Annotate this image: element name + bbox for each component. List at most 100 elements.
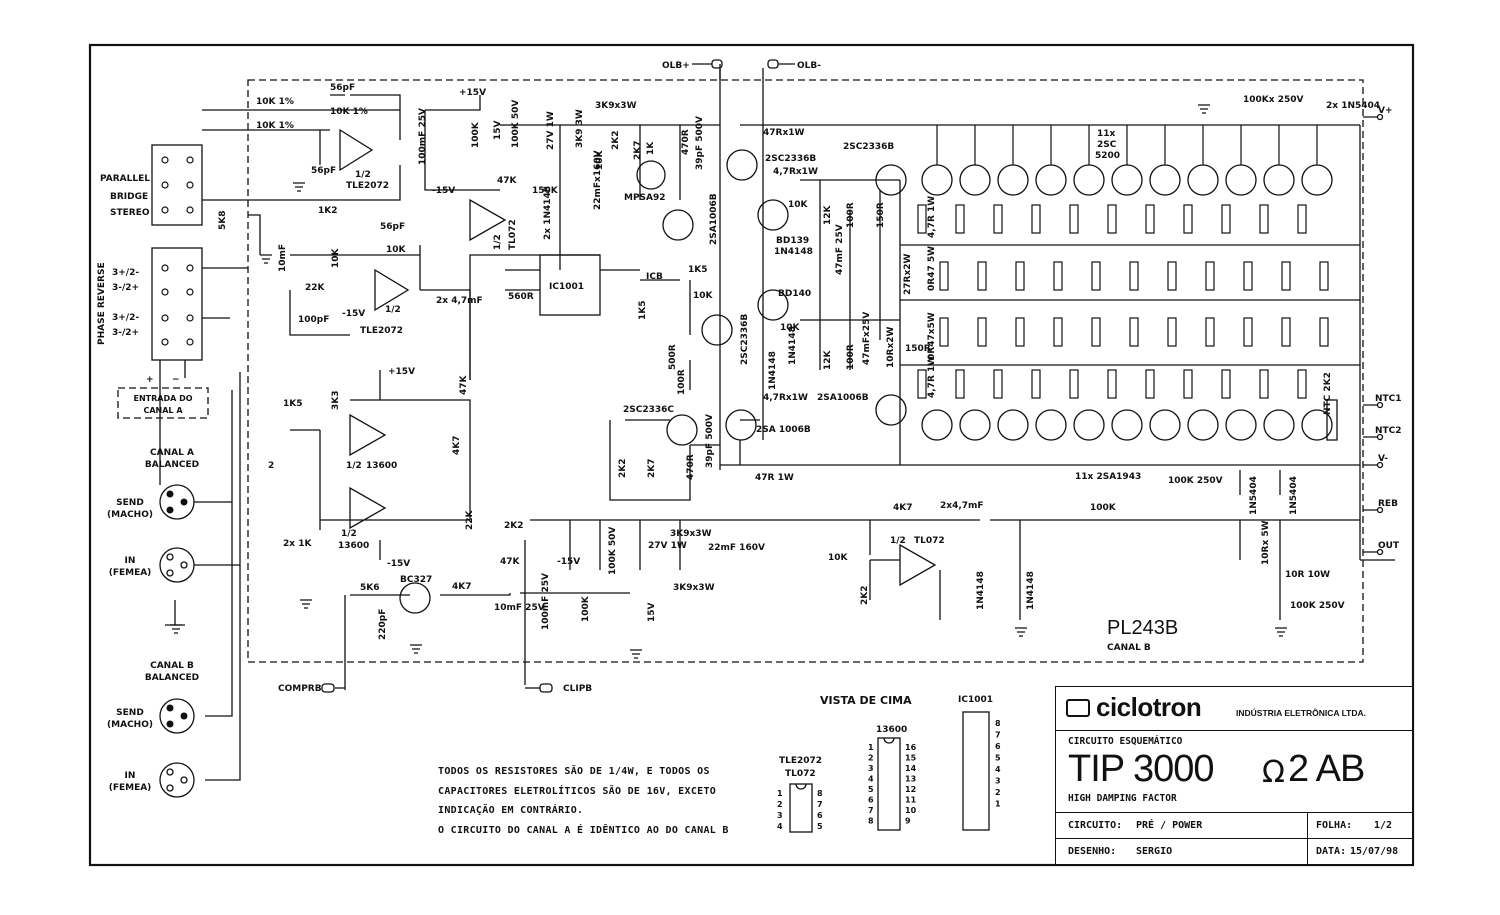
svg-text:2x 1N5404: 2x 1N5404 bbox=[1326, 101, 1380, 111]
svg-text:11x 2SA1943: 11x 2SA1943 bbox=[1075, 472, 1141, 482]
canal-b-balanced: BALANCED bbox=[145, 673, 199, 683]
svg-text:0R47x5W: 0R47x5W bbox=[927, 312, 937, 360]
pin-tle-l-3: 3 bbox=[777, 811, 783, 820]
svg-text:+15V: +15V bbox=[388, 367, 415, 377]
in-label-b: IN bbox=[125, 771, 136, 781]
svg-text:56pF: 56pF bbox=[311, 166, 336, 176]
output-pnp-transistors bbox=[921, 409, 1333, 441]
pin-13600-r-14: 14 bbox=[905, 764, 917, 773]
pin-13600-l-6: 6 bbox=[868, 796, 874, 805]
term-ntc1: NTC1 bbox=[1375, 394, 1402, 404]
svg-text:BC327: BC327 bbox=[400, 575, 432, 585]
svg-text:100R: 100R bbox=[677, 369, 687, 395]
svg-text:10mF: 10mF bbox=[278, 244, 288, 272]
pin-13600-r-10: 10 bbox=[905, 806, 917, 815]
phase-pin-3: 3+/2- bbox=[112, 313, 139, 323]
svg-text:47Rx1W: 47Rx1W bbox=[763, 128, 805, 138]
pin-13600-r-13: 13 bbox=[905, 775, 916, 784]
svg-text:BD140: BD140 bbox=[778, 289, 811, 299]
brand-row: ciclotron INDÚSTRIA ELETRÔNICA LTDA. bbox=[1056, 687, 1412, 731]
svg-text:2K2: 2K2 bbox=[504, 521, 524, 531]
svg-text:100R: 100R bbox=[846, 202, 856, 228]
mode-switch-block bbox=[151, 109, 248, 378]
pcb-boundary bbox=[247, 79, 1364, 663]
pin-13600-r-16: 16 bbox=[905, 743, 917, 752]
mode-stereo: STEREO bbox=[110, 208, 150, 218]
pin-tle-l-4: 4 bbox=[777, 822, 783, 831]
svg-text:10R 10W: 10R 10W bbox=[1285, 570, 1330, 580]
svg-text:4,7R 1W: 4,7R 1W bbox=[927, 196, 937, 238]
pin-13600-l-2: 2 bbox=[868, 754, 874, 763]
right-terminals bbox=[1326, 113, 1384, 556]
svg-text:12K: 12K bbox=[823, 349, 833, 370]
svg-text:4K7: 4K7 bbox=[893, 503, 913, 513]
conn-olb-plus: OLB+ bbox=[662, 61, 690, 71]
svg-text:4,7Rx1W: 4,7Rx1W bbox=[773, 167, 818, 177]
ohm-icon: Ω bbox=[1262, 755, 1285, 790]
opamp-tle2072-b bbox=[374, 268, 410, 312]
xlr-send-a bbox=[159, 484, 195, 520]
svg-text:2SC2336B: 2SC2336B bbox=[740, 314, 750, 365]
svg-text:10K: 10K bbox=[331, 247, 341, 268]
svg-text:2SA 1006B: 2SA 1006B bbox=[756, 425, 811, 435]
svg-text:100R: 100R bbox=[846, 344, 856, 370]
svg-text:MPSA92: MPSA92 bbox=[624, 193, 666, 203]
term-vminus: V- bbox=[1378, 454, 1388, 464]
svg-text:560R: 560R bbox=[508, 292, 534, 302]
send-macho-a: (MACHO) bbox=[107, 510, 153, 520]
svg-text:1K2: 1K2 bbox=[318, 206, 338, 216]
entrada-box bbox=[117, 387, 209, 419]
svg-text:2x 4,7mF: 2x 4,7mF bbox=[436, 296, 483, 306]
svg-text:1K5: 1K5 bbox=[283, 399, 303, 409]
drawn-label: DESENHO: bbox=[1068, 846, 1117, 857]
svg-text:13600: 13600 bbox=[876, 725, 907, 735]
svg-text:3K9x3W: 3K9x3W bbox=[595, 101, 637, 111]
pcb-channel: CANAL B bbox=[1107, 643, 1151, 653]
svg-text:470R: 470R bbox=[686, 454, 696, 480]
pin-tle-r-6: 6 bbox=[817, 811, 823, 820]
pin-tle-r-7: 7 bbox=[817, 800, 823, 809]
ic-tle2072-pinout: TLE2072 TL072 bbox=[779, 756, 822, 833]
svg-text:1/2: 1/2 bbox=[493, 234, 503, 250]
pin-ic1001-5: 5 bbox=[995, 754, 1001, 763]
svg-text:-15V: -15V bbox=[342, 309, 365, 319]
opamp-tle2072-a bbox=[339, 128, 374, 172]
svg-text:TL072: TL072 bbox=[508, 219, 518, 250]
date-value: 15/07/98 bbox=[1350, 846, 1399, 857]
canal-a-balanced: BALANCED bbox=[145, 460, 199, 470]
svg-text:56pF: 56pF bbox=[330, 83, 355, 93]
svg-text:4K7: 4K7 bbox=[452, 436, 462, 456]
svg-text:1/2: 1/2 bbox=[346, 461, 362, 471]
svg-text:1N4148: 1N4148 bbox=[774, 247, 813, 257]
conn-icb: ICB bbox=[646, 272, 663, 282]
notes-block: TODOS OS RESISTORES SÃO DE 1/4W, E TODOS… bbox=[438, 762, 758, 840]
svg-text:10K: 10K bbox=[788, 200, 809, 210]
svg-text:2K7: 2K7 bbox=[647, 459, 657, 479]
svg-text:2SC2336C: 2SC2336C bbox=[623, 405, 674, 415]
svg-text:1/2: 1/2 bbox=[890, 536, 906, 546]
canal-a-label: CANAL A bbox=[150, 448, 194, 458]
ic1001-box bbox=[539, 254, 601, 316]
svg-text:TL072: TL072 bbox=[785, 769, 816, 779]
conn-comprb: COMPRB bbox=[278, 684, 322, 694]
svg-text:47K: 47K bbox=[500, 557, 521, 567]
note-line-4: O CIRCUITO DO CANAL A É IDÊNTICO AO DO C… bbox=[438, 824, 729, 836]
svg-text:100K 50V: 100K 50V bbox=[511, 100, 521, 148]
drawn-value: SERGIO bbox=[1136, 846, 1173, 857]
svg-text:100K 250V: 100K 250V bbox=[1168, 476, 1223, 486]
conn-clipb: CLIPB bbox=[563, 684, 592, 694]
pin-ic1001-1: 1 bbox=[995, 800, 1001, 809]
sheet-label: FOLHA: bbox=[1316, 820, 1353, 831]
note-line-3: INDICAÇÃO EM CONTRÁRIO. bbox=[438, 805, 584, 816]
svg-text:100K: 100K bbox=[1090, 503, 1117, 513]
sheet-row: FOLHA: 1/2 bbox=[1308, 813, 1412, 839]
component-labels: 10K 1% 10K 1% 10K 1% 56pF 56pF 1/2 TLE20… bbox=[218, 83, 1380, 640]
svg-text:1N4148: 1N4148 bbox=[976, 571, 986, 610]
pin-ic1001-6: 6 bbox=[995, 742, 1001, 751]
svg-text:TL072: TL072 bbox=[914, 536, 945, 546]
svg-text:47mF 25V: 47mF 25V bbox=[835, 224, 845, 275]
phase-pin-2: 3-/2+ bbox=[112, 283, 139, 293]
ground-symbols bbox=[170, 104, 1287, 659]
svg-text:27V 1W: 27V 1W bbox=[546, 111, 556, 150]
svg-text:13600: 13600 bbox=[366, 461, 397, 471]
